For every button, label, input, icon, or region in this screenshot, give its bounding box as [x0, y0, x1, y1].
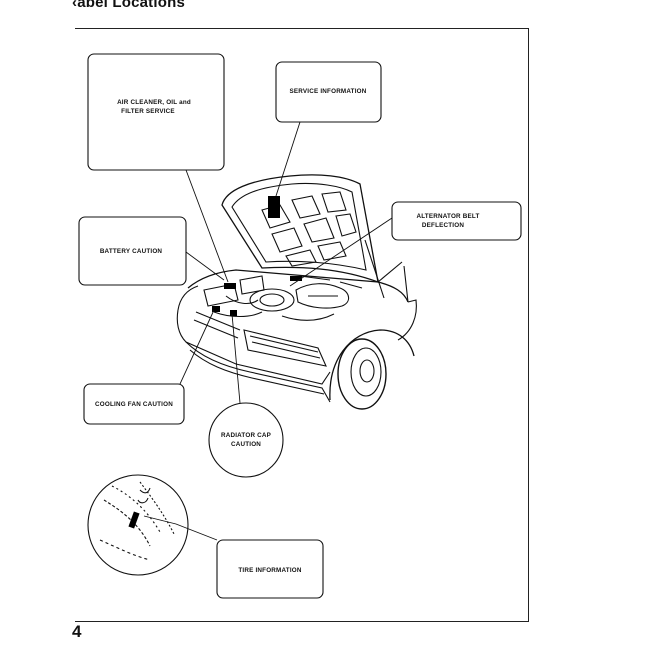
page-number-text: 4	[72, 622, 82, 641]
callout-circle-radiator-cap	[208, 402, 284, 478]
diagram-frame	[75, 28, 529, 622]
radiator-cap-label-line1: RADIATOR CAP	[221, 432, 271, 439]
cooling-fan-caution-label: COOLING FAN CAUTION	[95, 401, 173, 408]
callout-box-alternator-belt	[391, 201, 522, 241]
radiator-cap-label-line2: CAUTION	[231, 441, 261, 448]
alternator-belt-label-line2: DEFLECTION	[422, 222, 464, 229]
page-title: ‹abel Locations	[72, 0, 185, 11]
tire-information-label: TIRE INFORMATION	[238, 567, 302, 574]
car-illustration	[176, 174, 417, 410]
air-cleaner-label-line2: FILTER SERVICE	[121, 108, 175, 115]
callout-box-cooling-fan	[83, 383, 185, 425]
callout-box-service-information	[275, 61, 382, 123]
air-cleaner-label-line1: AIR CLEANER, OIL and	[117, 99, 191, 106]
callout-box-battery-caution	[78, 216, 187, 286]
callout-box-air-cleaner	[87, 53, 225, 171]
page-title-text: ‹abel Locations	[72, 0, 186, 11]
alternator-belt-label-line1: ALTERNATOR BELT	[416, 213, 479, 220]
battery-caution-label: BATTERY CAUTION	[100, 248, 163, 255]
page-number: 4	[72, 622, 81, 642]
service-information-label: SERVICE INFORMATION	[289, 88, 366, 95]
leader-lines	[143, 121, 393, 541]
tire-detail-inset	[87, 474, 189, 576]
callout-box-tire-information	[216, 539, 324, 599]
